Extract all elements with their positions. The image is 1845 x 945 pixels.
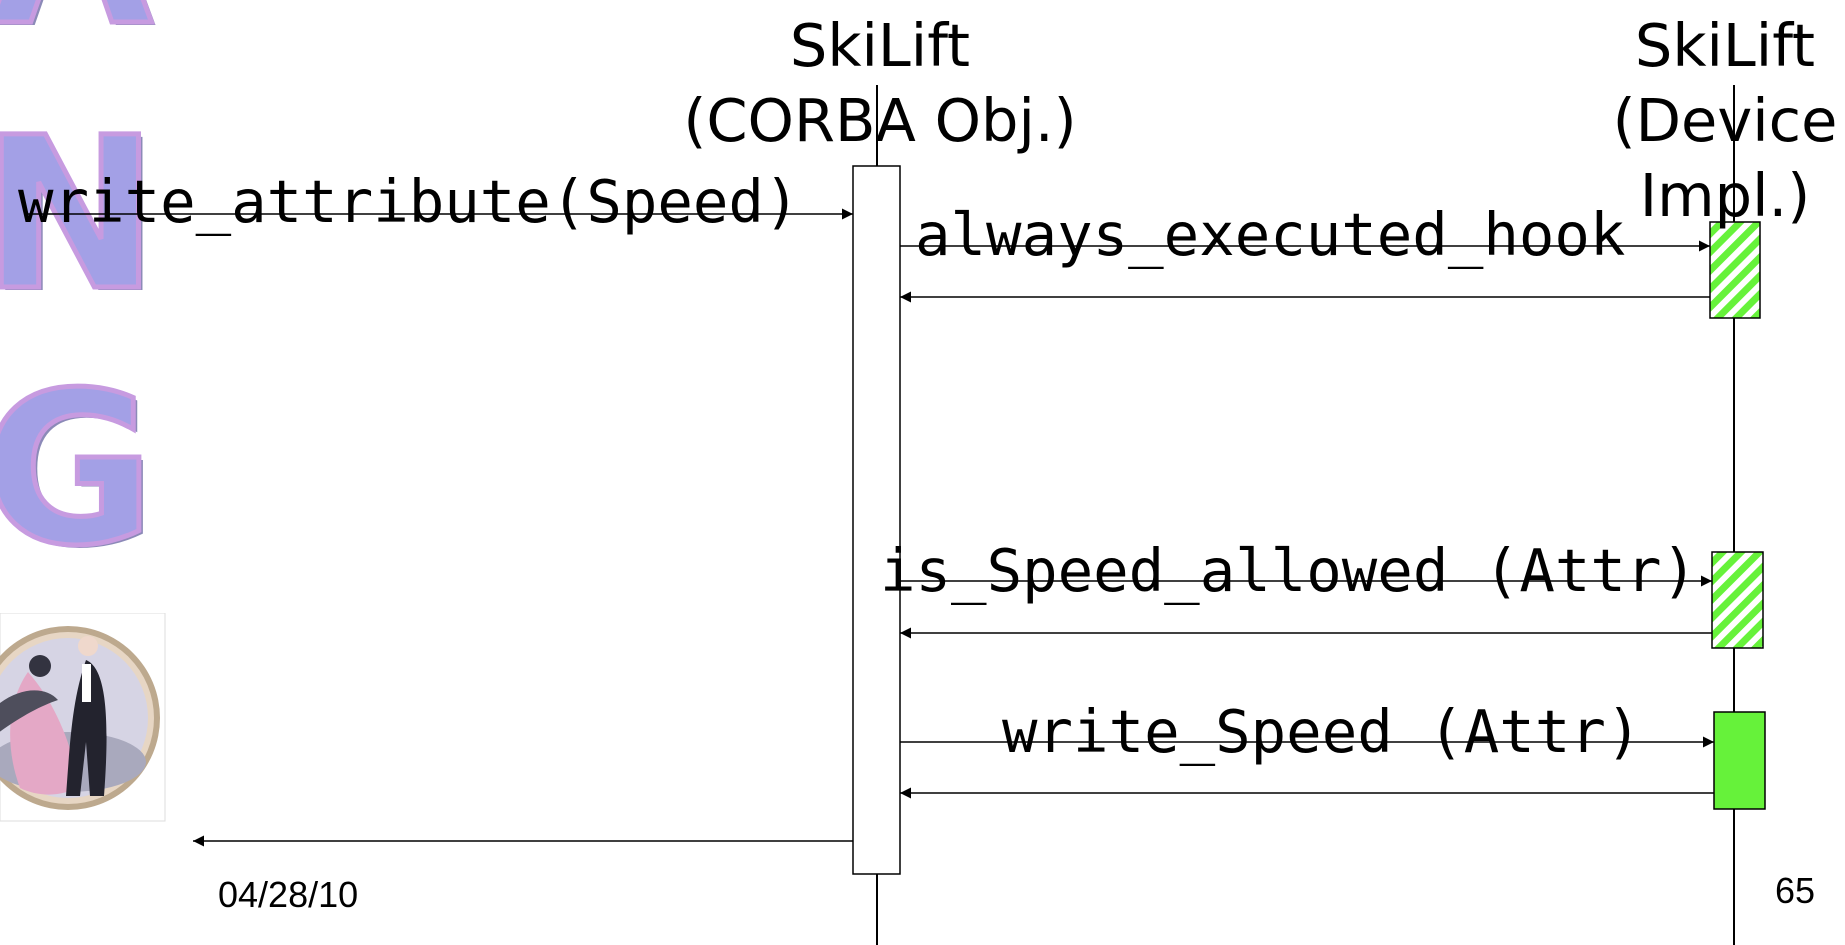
device-title-line3: Impl.) (1639, 161, 1811, 230)
slide-date: 04/28/10 (218, 874, 359, 915)
device-title-line2: (Device (1612, 86, 1838, 155)
always-executed-hook-label: always_executed_hook (915, 200, 1626, 269)
brand-letter-a: A (0, 0, 155, 57)
corba-title-line2: (CORBA Obj.) (683, 86, 1077, 155)
slide-page-number: 65 (1775, 870, 1816, 911)
write-attribute-label: write_attribute(Speed) (18, 167, 800, 236)
hook-activation-box (1709, 221, 1761, 319)
write-speed-label: write_Speed (Attr) (1002, 697, 1642, 766)
is-allowed-activation-box (1711, 551, 1764, 649)
write-speed-activation-box (1713, 711, 1766, 810)
device-lifeline-title: SkiLift (Device Impl.) (1555, 8, 1845, 233)
dancers-medallion-image (0, 613, 166, 822)
corba-activation-box (852, 165, 901, 875)
device-title-line1: SkiLift (1634, 11, 1816, 80)
brand-letter-g: G (0, 347, 157, 592)
corba-lifeline-title: SkiLift (CORBA Obj.) (660, 8, 1100, 158)
is-allowed-label: is_Speed_allowed (Attr) (880, 536, 1697, 605)
corba-title-line1: SkiLift (789, 11, 971, 80)
